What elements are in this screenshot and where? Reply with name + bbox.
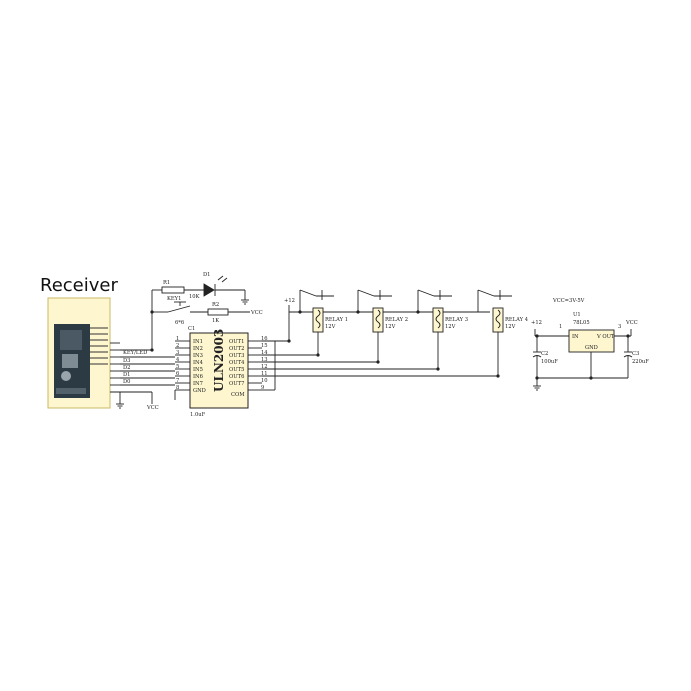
regulator-pin-gnd: GND [585, 345, 598, 351]
r1-value: 10K [189, 294, 200, 300]
pin-number: 6 [176, 371, 179, 377]
pin-number: 1 [176, 336, 179, 342]
regulator-pin-out: V OUT [596, 334, 615, 340]
driver-pin-leads [174, 340, 262, 400]
pin-label-d0: D0 [123, 379, 130, 385]
pin-number: 5 [176, 364, 179, 370]
pin-number: 3 [176, 350, 179, 356]
relay-4-voltage: 12V [505, 324, 516, 330]
regulator-part: 78L05 [573, 320, 590, 326]
pin-number: 14 [261, 350, 268, 356]
pin-name-out: OUT6 [229, 374, 244, 380]
pin-number: 10 [261, 378, 268, 384]
relay-1-voltage: 12V [325, 324, 336, 330]
pin-number: 8 [176, 385, 179, 391]
driver-cap-label: 1.0uF [190, 412, 206, 418]
relay-supply-label: +12 [284, 298, 295, 304]
pin-name-in: IN3 [193, 353, 203, 359]
receiver-module [47, 297, 111, 409]
cap-c3-value: 220uF [632, 359, 649, 365]
pin-name-in: IN6 [193, 374, 203, 380]
pin-number: 15 [261, 343, 268, 349]
pin-number: 2 [176, 343, 179, 349]
regulator-pin-3: 3 [618, 324, 621, 330]
relay-1-label: RELAY 1 [325, 317, 348, 323]
pin-number: 16 [261, 336, 268, 342]
regulator-ref: U1 [573, 312, 581, 318]
driver-name: ULN2003 [212, 329, 226, 392]
pin-number: 7 [176, 378, 179, 384]
key-size: 6*6 [175, 320, 184, 326]
pin-name-out: OUT1 [229, 339, 244, 345]
pin-label-d2: D2 [123, 365, 130, 371]
pin-label-d1: D1 [123, 372, 130, 378]
pin-name-out: OUT7 [229, 381, 244, 387]
relay-3-label: RELAY 3 [445, 317, 468, 323]
relay-coil-3 [432, 307, 444, 333]
relay-coil-4 [492, 307, 504, 333]
relay-2-label: RELAY 2 [385, 317, 408, 323]
key-label: KEY1 [167, 296, 181, 302]
driver-ref: C1 [188, 326, 195, 332]
regulator-pin-1: 1 [559, 324, 562, 330]
pin-number: 4 [176, 357, 180, 363]
pin-name-in: IN5 [193, 367, 203, 373]
pin-name-out: COM [231, 392, 245, 398]
pin-name-in: IN4 [193, 360, 204, 366]
cap-c3-ref: C3 [632, 351, 639, 357]
pin-name-in: IN1 [193, 339, 203, 345]
regulator-output-label: VCC [625, 320, 638, 326]
pin-name-out: OUT2 [229, 346, 244, 352]
pin-name-out: OUT3 [229, 353, 244, 359]
r2-label: R2 [212, 302, 219, 308]
key-led-wiring [152, 275, 250, 316]
r1-label: R1 [163, 280, 170, 286]
relay-coil-2 [372, 307, 384, 333]
regulator-wiring [532, 329, 633, 391]
pin-label-key-led: KEY/LED [123, 350, 147, 356]
regulator-chip [568, 329, 615, 353]
relay-coil-1 [312, 307, 324, 333]
regulator-pin-in: IN [572, 334, 579, 340]
pin-name-out: OUT4 [229, 360, 245, 366]
pin-name-in: IN2 [193, 346, 203, 352]
cap-c2-value: 100uF [541, 359, 558, 365]
relay-3-voltage: 12V [445, 324, 456, 330]
relay-wiring [262, 289, 512, 391]
signal-wires [120, 290, 175, 386]
cap-c2-ref: C2 [541, 351, 548, 357]
receiver-title: Receiver [40, 275, 118, 296]
pin-number: 11 [261, 371, 268, 377]
pin-number: 9 [261, 385, 264, 391]
led-label: D1 [203, 272, 210, 278]
pin-number: 13 [261, 357, 268, 363]
relay-2-voltage: 12V [385, 324, 396, 330]
r2-value: 1K [212, 318, 219, 324]
receiver-pin-lines [110, 342, 153, 409]
pin-name-in: GND [193, 388, 206, 394]
vcc-label-right: VCC [250, 310, 263, 316]
uln2003-chip [189, 332, 249, 409]
pin-name-out: OUT5 [229, 367, 244, 373]
vcc-label-bottom: VCC [146, 405, 159, 411]
relay-4-label: RELAY 4 [505, 317, 529, 323]
pin-number: 12 [261, 364, 268, 370]
regulator-supply-note: VCC=3V-5V [552, 298, 585, 304]
pin-name-in: IN7 [193, 381, 203, 387]
regulator-input-label: +12 [531, 320, 542, 326]
pin-label-d3: D3 [123, 358, 130, 364]
